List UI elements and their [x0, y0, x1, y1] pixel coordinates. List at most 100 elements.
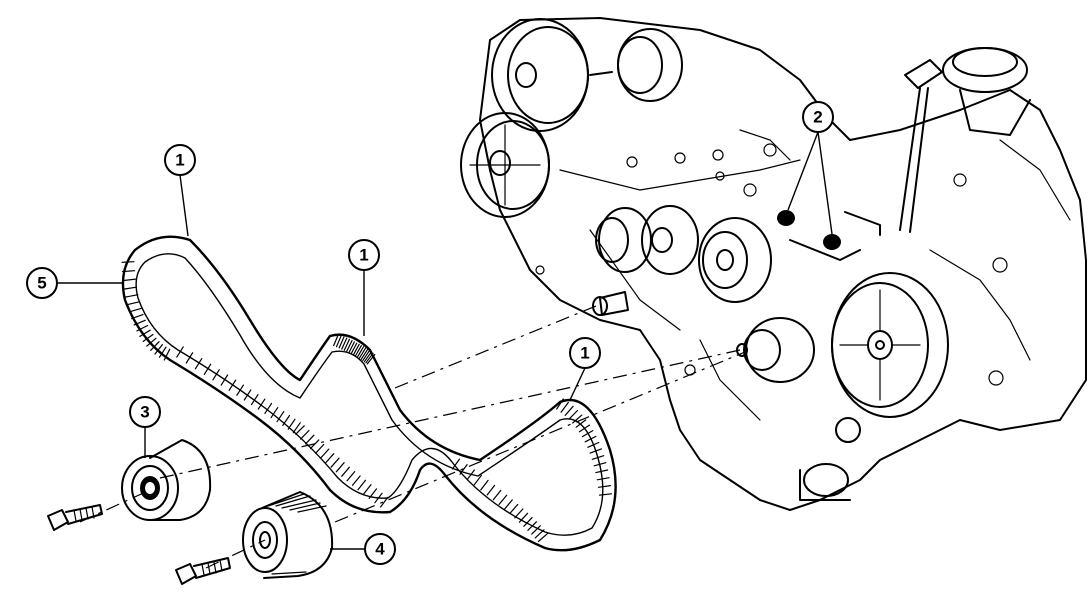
belt-tooth — [295, 425, 305, 435]
belt-tooth — [139, 329, 151, 337]
belt-tooth — [320, 448, 330, 459]
belt-tooth — [352, 343, 360, 356]
belt-tooth — [466, 469, 475, 481]
svg-text:1: 1 — [580, 344, 589, 363]
belt-tooth — [163, 348, 171, 361]
belt-tooth — [534, 529, 545, 539]
svg-text:1: 1 — [359, 246, 368, 265]
belt-tooth — [125, 294, 139, 298]
belt-tooth — [346, 340, 353, 352]
belt-tooth — [136, 324, 149, 332]
belt-tooth — [368, 488, 378, 499]
belt-tooth — [556, 398, 564, 410]
belt-tooth — [363, 484, 372, 495]
belt-tooth — [365, 352, 374, 364]
belt-tooth — [564, 405, 574, 416]
belt-tooth — [523, 516, 533, 527]
belt-tooth — [220, 374, 229, 386]
filler-cap — [942, 47, 1031, 136]
belt-tooth — [270, 407, 279, 419]
belt-tooth — [537, 532, 549, 543]
engine-upper-pulley — [491, 18, 683, 132]
timing-belt — [121, 235, 617, 552]
belt-tooth — [146, 337, 157, 347]
belt-tooth — [351, 475, 361, 486]
svg-text:5: 5 — [37, 274, 46, 293]
tensioner-bolt — [47, 504, 103, 531]
engine-center-idlers — [592, 205, 815, 383]
belt-tooth — [131, 314, 144, 320]
belt-tooth — [473, 474, 482, 486]
belt-tooth — [572, 414, 583, 424]
belt-tooth — [598, 493, 613, 496]
belt-tooth — [315, 443, 325, 454]
callout-4: 4 — [330, 533, 396, 565]
belt-tooth — [176, 346, 184, 358]
belt-tooth — [126, 301, 140, 306]
belt-tooth — [514, 508, 524, 519]
belt-tooth — [121, 261, 135, 263]
belt-tooth — [584, 435, 597, 443]
belt-tooth — [362, 350, 371, 362]
svg-text:4: 4 — [375, 540, 385, 559]
belt-tooth — [287, 418, 296, 430]
water-outlet — [799, 417, 861, 501]
belt-tooth — [486, 484, 496, 496]
belt-tooth — [150, 341, 160, 351]
idler-bolt — [175, 557, 231, 585]
callouts: 1 1 1 2 3 4 — [26, 101, 834, 565]
belt-tooth — [374, 492, 383, 504]
belt-tooth — [228, 379, 237, 391]
belt-tooth — [451, 458, 461, 470]
belt-tooth — [591, 455, 605, 460]
belt-tooth — [518, 512, 529, 523]
belt-tooth — [568, 409, 579, 420]
belt-tooth — [341, 466, 350, 477]
belt-tooth — [356, 346, 365, 358]
belt-tooth — [380, 496, 389, 508]
belt-tooth — [194, 358, 203, 370]
water-pump-pulley — [831, 272, 949, 418]
belt-tooth — [236, 384, 244, 396]
engine-block — [479, 17, 1087, 511]
belt-tooth — [363, 351, 372, 363]
belt-tooth — [596, 477, 610, 481]
callout-1-middle: 1 — [348, 239, 380, 336]
belt-tooth — [128, 307, 142, 313]
belt-tooth — [333, 333, 339, 347]
belt-tooth — [354, 345, 362, 357]
belt-tooth — [527, 521, 538, 531]
belt-tooth — [343, 338, 350, 351]
belt-tooth — [581, 430, 594, 438]
belt-tooth — [158, 346, 167, 358]
belt-tooth — [575, 419, 587, 428]
belt-tooth — [257, 398, 266, 410]
belt-tooth — [509, 503, 519, 515]
belt-tooth — [335, 335, 342, 348]
belt-tooth — [185, 352, 194, 364]
belt-tooth — [366, 353, 376, 365]
belt-tooth — [243, 389, 252, 401]
belt-tooth — [358, 347, 367, 359]
belt-tooth — [282, 414, 291, 426]
assembly-lines — [79, 305, 746, 569]
belt-tooth — [357, 479, 367, 491]
belt-tooth — [360, 348, 369, 360]
belt-tooth — [480, 479, 489, 491]
belt-tooth — [154, 344, 163, 355]
callout-1-right: 1 — [569, 337, 601, 401]
belt-tooth — [589, 448, 603, 454]
belt-tooth — [300, 429, 310, 440]
belt-tooth — [459, 464, 468, 475]
tensioner-bolts — [777, 210, 881, 261]
belt-tooth — [133, 319, 146, 326]
belt-tooth — [212, 369, 220, 381]
belt-tooth — [276, 411, 285, 423]
svg-text:1: 1 — [175, 151, 184, 170]
callout-2: 2 — [787, 101, 834, 235]
belt-tooth — [350, 342, 358, 355]
belt-tooth — [578, 424, 591, 433]
callout-5: 5 — [26, 267, 122, 299]
belt-tooth — [593, 462, 607, 467]
